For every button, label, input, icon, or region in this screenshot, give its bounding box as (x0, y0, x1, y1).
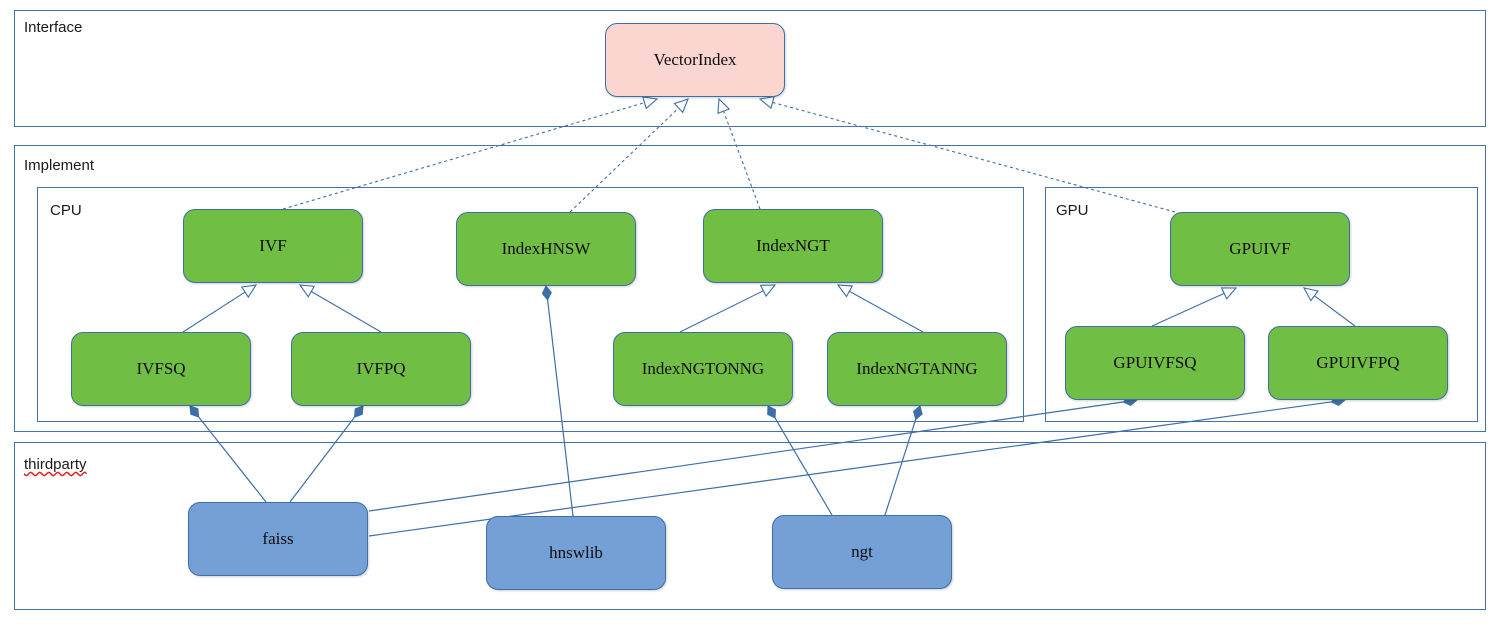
group-label-cpu: CPU (50, 202, 82, 219)
group-box-cpu (37, 187, 1024, 422)
group-box-gpu (1045, 187, 1478, 422)
group-box-implement (14, 145, 1486, 432)
class-node-ngt[interactable]: ngt (772, 515, 952, 589)
class-node-indexhnsw[interactable]: IndexHNSW (456, 212, 636, 286)
class-node-gpuivfsq[interactable]: GPUIVFSQ (1065, 326, 1245, 400)
class-node-gpuivf[interactable]: GPUIVF (1170, 212, 1350, 286)
group-label-interface: Interface (24, 19, 83, 36)
class-node-indexngtanng[interactable]: IndexNGTANNG (827, 332, 1007, 406)
group-label-implement: Implement (24, 157, 95, 174)
class-node-indexngt[interactable]: IndexNGT (703, 209, 883, 283)
group-label-gpu: GPU (1056, 202, 1089, 219)
group-label-thirdparty: thirdparty (24, 456, 87, 473)
class-node-vectorindex[interactable]: VectorIndex (605, 23, 785, 97)
class-node-faiss[interactable]: faiss (188, 502, 368, 576)
class-node-ivf[interactable]: IVF (183, 209, 363, 283)
group-box-interface (14, 10, 1486, 127)
class-node-ivfsq[interactable]: IVFSQ (71, 332, 251, 406)
class-node-indexngtonng[interactable]: IndexNGTONNG (613, 332, 793, 406)
class-node-gpuivfpq[interactable]: GPUIVFPQ (1268, 326, 1448, 400)
class-node-hnswlib[interactable]: hnswlib (486, 516, 666, 590)
class-node-ivfpq[interactable]: IVFPQ (291, 332, 471, 406)
group-box-thirdparty (14, 442, 1486, 610)
